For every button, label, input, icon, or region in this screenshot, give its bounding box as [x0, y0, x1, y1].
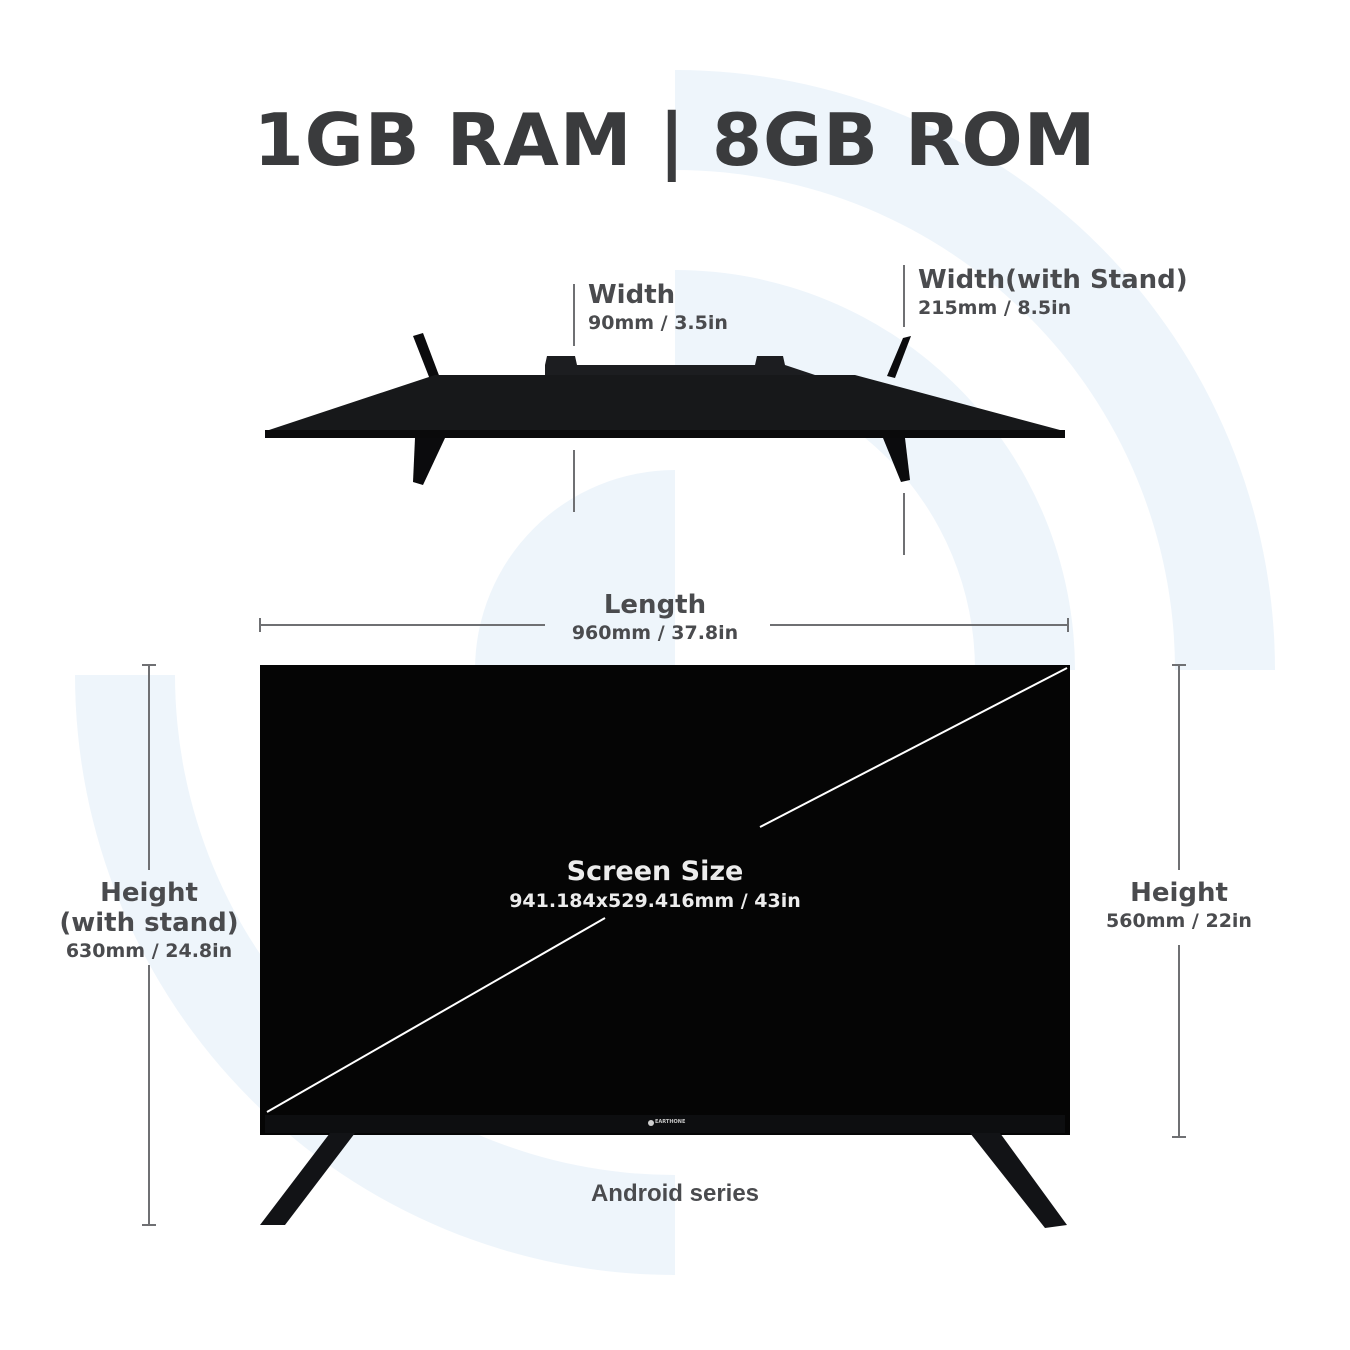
height-stand-value: 630mm / 24.8in — [65, 940, 233, 962]
height-stand-line-bottom — [148, 965, 150, 1225]
height-stand-line-top — [148, 665, 150, 870]
height-value: 560mm / 22in — [1106, 910, 1252, 932]
screen-size-value: 941.184x529.416mm / 43in — [509, 890, 801, 912]
stand-width-label-group: Width(with Stand) 215mm / 8.5in — [918, 265, 1188, 321]
length-tick-right — [1067, 618, 1069, 632]
height-stand-label-group: Height (with stand) 630mm / 24.8in — [30, 878, 268, 964]
length-line-right — [770, 624, 1068, 626]
tv-top-view — [265, 333, 1065, 485]
height-line-top — [1178, 665, 1180, 870]
stand-width-dimension-line-top — [903, 265, 905, 327]
tv-front-view — [260, 665, 1070, 1228]
width-dimension-line-top — [573, 284, 575, 346]
screen-size-label-group: Screen Size 941.184x529.416mm / 43in — [455, 856, 855, 914]
length-value: 960mm / 37.8in — [571, 622, 739, 644]
page-title: 1GB RAM | 8GB ROM — [253, 98, 1097, 182]
height-stand-tick-top — [142, 664, 156, 666]
length-tick-left — [259, 618, 261, 632]
screen-size-label: Screen Size — [566, 856, 744, 887]
series-label: Android series — [590, 1180, 760, 1207]
height-label: Height — [1130, 878, 1228, 908]
height-stand-label-line2: (with stand) — [59, 908, 239, 938]
stand-width-dimension-line-bottom — [903, 493, 905, 555]
width-label: Width — [588, 280, 676, 310]
brand-logo-text: EARTHONE — [655, 1119, 686, 1125]
length-label: Length — [603, 590, 707, 620]
width-label-group: Width 90mm / 3.5in — [588, 280, 728, 336]
height-tick-bottom — [1172, 1136, 1186, 1138]
stand-width-value: 215mm / 8.5in — [918, 297, 1072, 319]
length-line-left — [260, 624, 545, 626]
height-line-bottom — [1178, 945, 1180, 1137]
height-stand-tick-bottom — [142, 1224, 156, 1226]
height-tick-top — [1172, 664, 1186, 666]
height-label-group: Height 560mm / 22in — [1060, 878, 1298, 934]
height-stand-label-line1: Height — [100, 878, 198, 908]
length-label-group: Length 960mm / 37.8in — [505, 590, 805, 646]
width-value: 90mm / 3.5in — [588, 312, 728, 334]
width-dimension-line-bottom — [573, 450, 575, 512]
stand-width-label: Width(with Stand) — [918, 265, 1188, 295]
brand-logo-icon — [648, 1120, 654, 1126]
